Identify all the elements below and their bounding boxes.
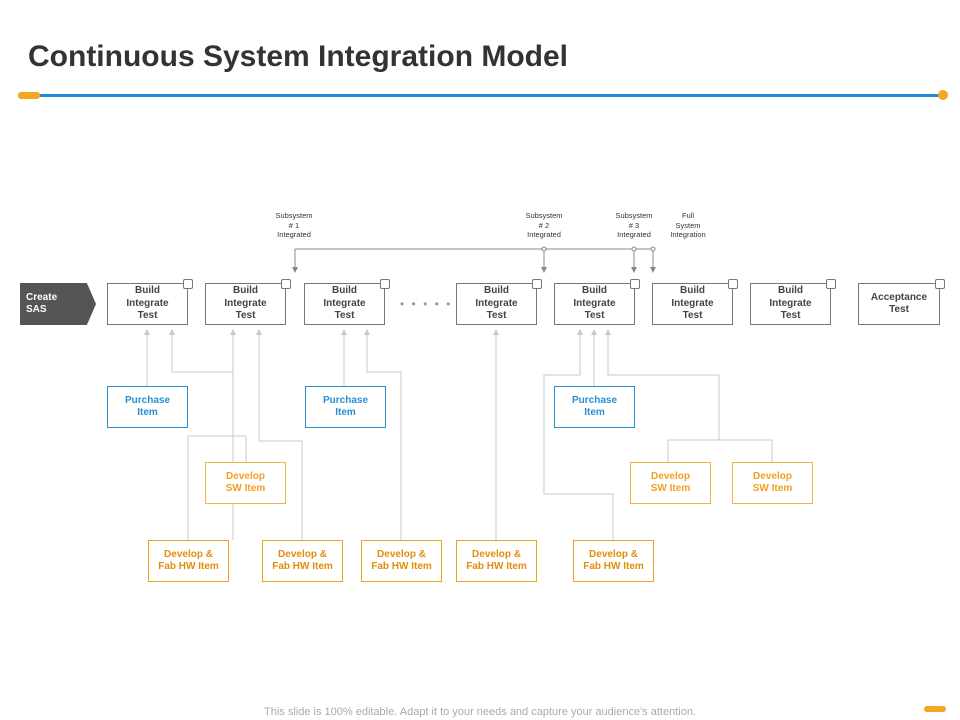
build-integrate-test-2: Build Integrate Test: [205, 279, 291, 325]
develop-fab-label: Develop & Fab HW Item: [158, 548, 219, 573]
milestone-subsystem-2: Subsystem # 2 Integrated: [525, 211, 563, 239]
footer-accent: [924, 706, 946, 712]
build-label: Build Integrate Test: [126, 285, 169, 322]
purchase-label: Purchase Item: [571, 394, 618, 419]
acceptance-label: Acceptance Test: [870, 291, 928, 316]
divider-cap-left: [18, 92, 40, 99]
build-integrate-test-4: Build Integrate Test: [456, 279, 542, 325]
acceptance-test: Acceptance Test: [858, 279, 945, 325]
develop-sw-label: Develop SW Item: [225, 470, 266, 495]
page-title: Continuous System Integration Model: [28, 40, 569, 73]
feed-lines: [144, 329, 773, 540]
milestone-subsystem-3: Subsystem # 3 Integrated: [615, 211, 653, 239]
build-label: Build Integrate Test: [573, 285, 616, 322]
footer-note: This slide is 100% editable. Adapt it to…: [264, 706, 696, 718]
build-integrate-test-1: Build Integrate Test: [107, 279, 193, 325]
milestone-subsystem-1: Subsystem # 1 Integrated: [275, 211, 313, 239]
develop-fab-hw-item-3: Develop & Fab HW Item: [361, 540, 442, 582]
purchase-label: Purchase Item: [322, 394, 369, 419]
develop-fab-label: Develop & Fab HW Item: [466, 548, 527, 573]
corner-tab: [728, 279, 738, 289]
corner-tab: [935, 279, 945, 289]
title-divider: [22, 94, 944, 97]
continuation-dots: • • • • • •: [400, 297, 464, 311]
corner-tab: [281, 279, 291, 289]
develop-fab-label: Develop & Fab HW Item: [371, 548, 432, 573]
develop-sw-item-1: Develop SW Item: [205, 462, 286, 504]
purchase-item-3: Purchase Item: [554, 386, 635, 428]
develop-fab-hw-item-4: Develop & Fab HW Item: [456, 540, 537, 582]
build-label: Build Integrate Test: [224, 285, 267, 322]
create-sas-step: Create SAS: [20, 283, 96, 325]
develop-fab-hw-item-5: Develop & Fab HW Item: [573, 540, 654, 582]
develop-fab-hw-item-1: Develop & Fab HW Item: [148, 540, 229, 582]
purchase-item-2: Purchase Item: [305, 386, 386, 428]
milestone-full-system: Full System Integration: [670, 211, 706, 239]
develop-sw-label: Develop SW Item: [752, 470, 793, 495]
purchase-label: Purchase Item: [124, 394, 171, 419]
corner-tab: [630, 279, 640, 289]
build-label: Build Integrate Test: [475, 285, 518, 322]
build-integrate-test-5: Build Integrate Test: [554, 279, 640, 325]
build-integrate-test-7: Build Integrate Test: [750, 279, 836, 325]
develop-sw-label: Develop SW Item: [650, 470, 691, 495]
corner-tab: [183, 279, 193, 289]
corner-tab: [532, 279, 542, 289]
develop-fab-label: Develop & Fab HW Item: [583, 548, 644, 573]
build-label: Build Integrate Test: [671, 285, 714, 322]
milestone-bus: [292, 246, 656, 273]
corner-tab: [826, 279, 836, 289]
develop-fab-label: Develop & Fab HW Item: [272, 548, 333, 573]
corner-tab: [380, 279, 390, 289]
build-integrate-test-6: Build Integrate Test: [652, 279, 738, 325]
build-label: Build Integrate Test: [323, 285, 366, 322]
divider-cap-right: [938, 90, 948, 100]
build-label: Build Integrate Test: [769, 285, 812, 322]
build-integrate-test-3: Build Integrate Test: [304, 279, 390, 325]
develop-sw-item-3: Develop SW Item: [732, 462, 813, 504]
develop-sw-item-2: Develop SW Item: [630, 462, 711, 504]
purchase-item-1: Purchase Item: [107, 386, 188, 428]
develop-fab-hw-item-2: Develop & Fab HW Item: [262, 540, 343, 582]
